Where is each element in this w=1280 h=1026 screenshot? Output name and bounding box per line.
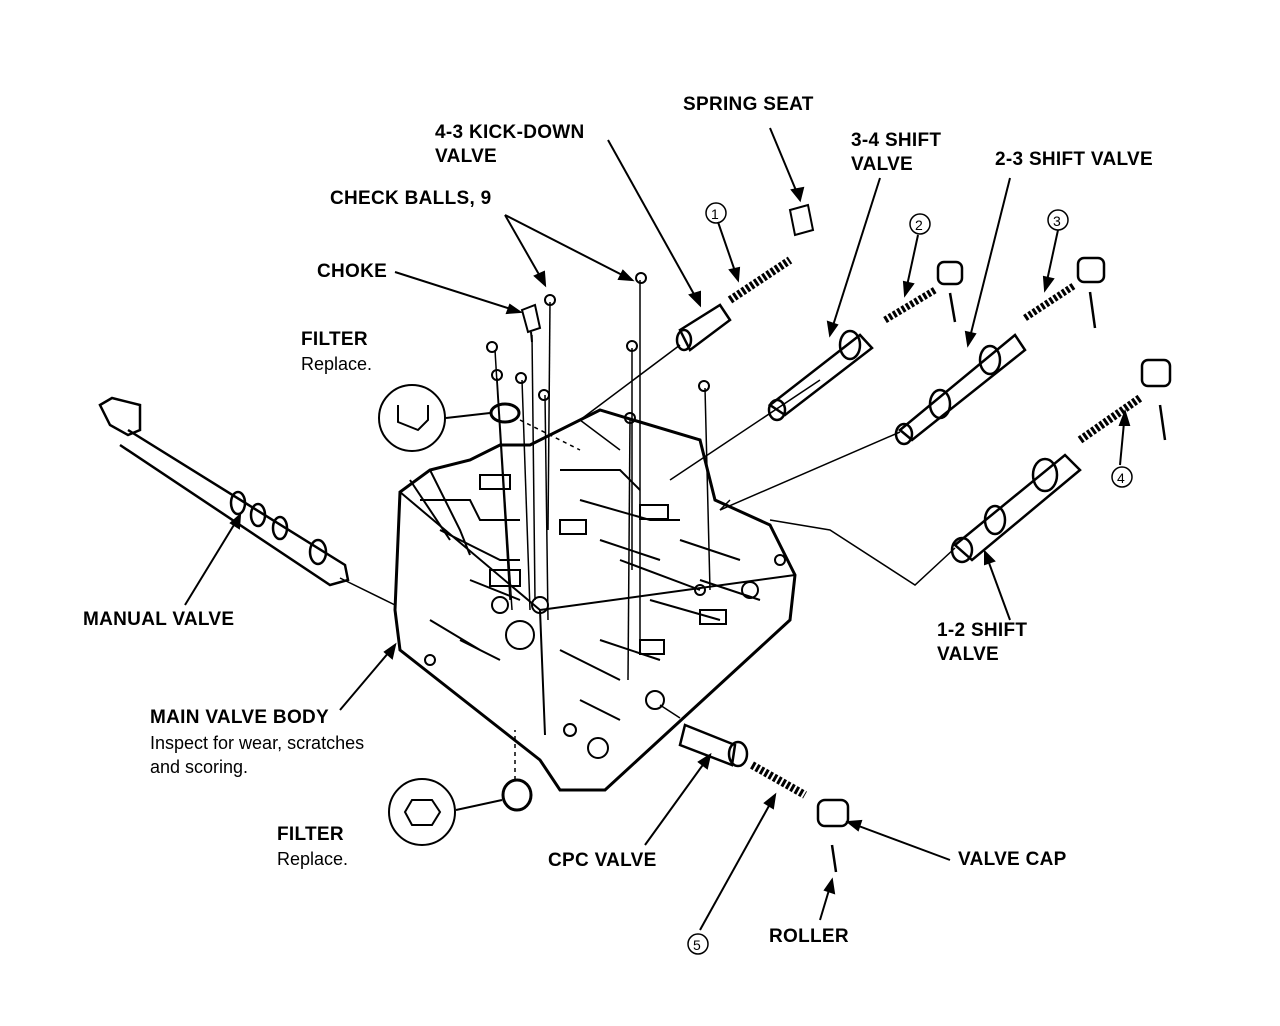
- filter-bottom: [388, 778, 533, 846]
- label-roller: ROLLER: [769, 926, 849, 947]
- kickdown-valve: [675, 256, 793, 352]
- shift-valve-23: [894, 256, 1106, 446]
- callout-5: 5: [693, 937, 701, 953]
- label-main-body: MAIN VALVE BODY: [150, 707, 330, 728]
- label-shift34-1: 3-4 SHIFT: [851, 130, 942, 151]
- manual-valve: [98, 396, 350, 587]
- label-shift12-1: 1-2 SHIFT: [937, 620, 1028, 641]
- reference-lines: [339, 280, 956, 780]
- label-choke: CHOKE: [317, 261, 388, 282]
- label-main-body-note-2: and scoring.: [150, 757, 249, 777]
- label-shift12-2: VALVE: [937, 644, 1000, 665]
- shift-valve-12: [950, 358, 1172, 564]
- label-check-balls: CHECK BALLS, 9: [330, 188, 492, 209]
- callout-1: 1: [711, 206, 719, 222]
- label-shift23: 2-3 SHIFT VALVE: [995, 149, 1153, 170]
- shift-valve-34: [767, 260, 964, 422]
- main-valve-body-plate: [393, 408, 797, 792]
- label-kickdown-1: 4-3 KICK-DOWN: [435, 122, 585, 143]
- callout-4: 4: [1117, 470, 1125, 486]
- check-balls: [486, 272, 710, 424]
- filter-top: [378, 384, 521, 452]
- label-filter-bottom: FILTER: [277, 824, 344, 845]
- spring-seat: [788, 203, 815, 237]
- callout-2: 2: [915, 217, 923, 233]
- label-shift34-2: VALVE: [851, 154, 914, 175]
- callout-3: 3: [1053, 213, 1061, 229]
- label-spring-seat: SPRING SEAT: [683, 94, 814, 115]
- label-filter-top: FILTER: [301, 329, 368, 350]
- callout-circles: [687, 202, 1133, 955]
- label-kickdown-2: VALVE: [435, 146, 498, 167]
- cpc-valve: [678, 723, 850, 873]
- leader-arrows: [184, 127, 1131, 931]
- label-filter-bottom-note: Replace.: [277, 849, 349, 869]
- choke: [520, 303, 542, 343]
- label-main-body-note-1: Inspect for wear, scratches: [150, 733, 365, 753]
- label-valve-cap: VALVE CAP: [958, 849, 1067, 870]
- label-manual-valve: MANUAL VALVE: [83, 609, 235, 630]
- label-cpc-valve: CPC VALVE: [548, 850, 657, 871]
- label-filter-top-note: Replace.: [301, 354, 373, 374]
